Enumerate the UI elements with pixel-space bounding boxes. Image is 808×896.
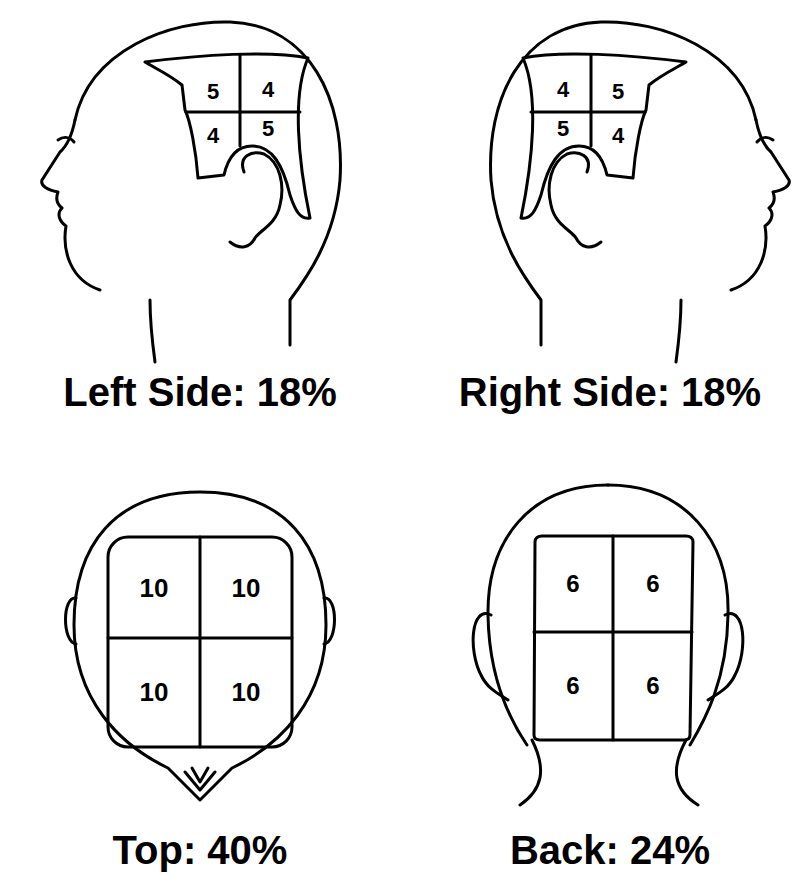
region-score: 4 bbox=[262, 79, 274, 101]
region-score: 6 bbox=[566, 674, 579, 698]
region-score: 10 bbox=[140, 679, 169, 705]
view-caption: Left Side: 18% bbox=[63, 372, 336, 412]
region-score: 10 bbox=[232, 679, 261, 705]
top-head bbox=[66, 492, 335, 800]
view-caption: Back: 24% bbox=[510, 830, 710, 870]
side-head bbox=[491, 22, 790, 362]
region-score: 10 bbox=[232, 575, 261, 601]
region-score: 6 bbox=[646, 572, 659, 596]
region-score: 5 bbox=[207, 81, 219, 103]
view-caption: Right Side: 18% bbox=[459, 372, 761, 412]
region-score: 4 bbox=[612, 125, 624, 147]
region-score: 4 bbox=[557, 79, 569, 101]
region-score: 4 bbox=[207, 125, 219, 147]
region-score: 6 bbox=[646, 674, 659, 698]
region-score: 5 bbox=[557, 118, 569, 140]
region-score: 5 bbox=[612, 81, 624, 103]
region-score: 10 bbox=[140, 575, 169, 601]
region-score: 6 bbox=[566, 572, 579, 596]
view-caption: Top: 40% bbox=[113, 830, 288, 870]
side-head bbox=[42, 22, 341, 362]
region-score: 5 bbox=[262, 118, 274, 140]
back-head bbox=[473, 485, 743, 805]
